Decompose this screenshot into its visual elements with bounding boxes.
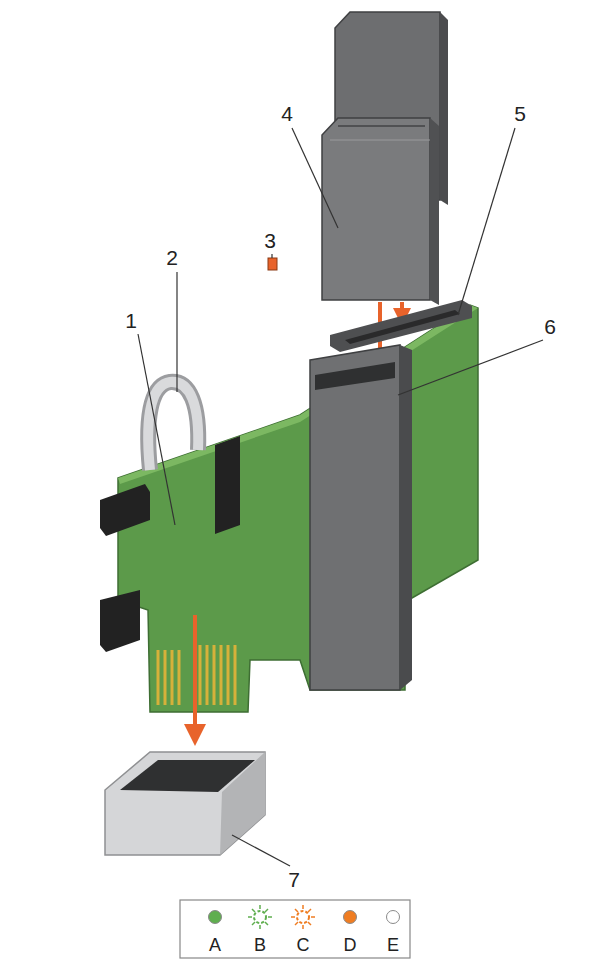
callout-number: 7 [288, 868, 300, 892]
callout-number: 6 [544, 315, 556, 339]
callout-number: 3 [264, 229, 276, 253]
callout-number: 1 [125, 309, 137, 333]
callout-number: 5 [514, 102, 526, 126]
legend-letter: E [387, 935, 399, 955]
led-swatch [343, 910, 357, 924]
legend-letter: D [344, 935, 357, 955]
legend-letter: C [297, 935, 310, 955]
legend-letter: B [254, 935, 266, 955]
led-swatch [208, 910, 222, 924]
callout-number: 2 [166, 246, 178, 270]
callout-number: 4 [281, 102, 293, 126]
legend-letter: A [209, 935, 221, 955]
led-swatch [386, 910, 400, 924]
